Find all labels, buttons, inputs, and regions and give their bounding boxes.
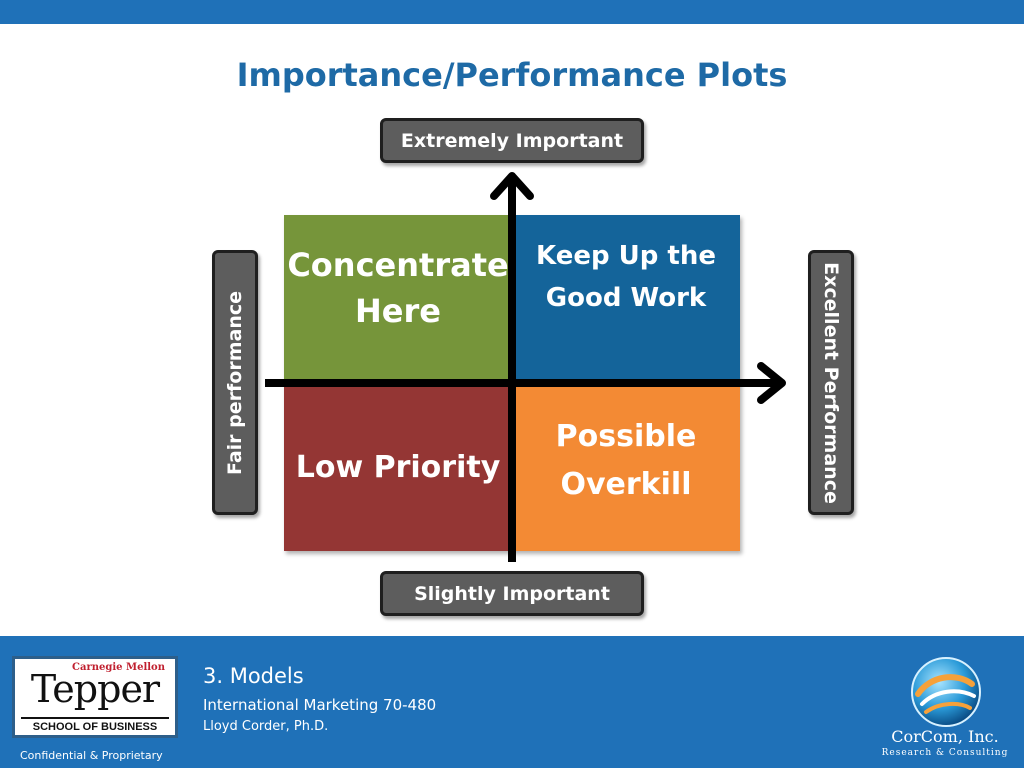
quadrant-low-priority: Low Priority — [284, 383, 512, 551]
tepper-logo-bottom: SCHOOL OF BUSINESS — [21, 717, 169, 733]
author-name: Lloyd Corder, Ph.D. — [203, 719, 329, 734]
quadrant-concentrate-line1: Concentrate — [287, 246, 509, 284]
confidential-label: Confidential & Proprietary — [20, 749, 163, 762]
horizontal-axis-arrowhead — [757, 362, 786, 404]
quadrant-concentrate-line2: Here — [355, 292, 441, 330]
slide-title: Importance/Performance Plots — [236, 56, 788, 94]
corcom-name: CorCom, Inc. — [891, 727, 999, 746]
quadrant-overkill-line1: Possible — [555, 419, 697, 454]
axis-label-left-text: Fair performance — [224, 290, 246, 475]
quadrant-keep-up-line1: Keep Up the — [536, 241, 716, 271]
quadrant-keep-up: Keep Up the Good Work — [512, 215, 740, 383]
corcom-globe-icon — [911, 657, 981, 727]
axis-label-right-text: Excellent Performance — [820, 261, 842, 504]
axis-label-top-text: Extremely Important — [400, 129, 624, 152]
quadrant-concentrate-here: Concentrate Here — [284, 215, 512, 383]
axis-label-bottom-text: Slightly Important — [414, 582, 610, 605]
quadrant-possible-overkill: Possible Overkill — [512, 383, 740, 551]
corcom-tagline: Research & Consulting — [881, 748, 1009, 758]
course-name: International Marketing 70-480 — [203, 696, 437, 714]
axis-label-bottom: Slightly Important — [380, 571, 644, 616]
tepper-logo-top: Carnegie Mellon — [72, 662, 165, 673]
quadrant-overkill-line2: Overkill — [560, 467, 692, 502]
tepper-logo-main: Tepper — [30, 667, 160, 711]
footer: Carnegie Mellon Tepper SCHOOL OF BUSINES… — [0, 636, 1024, 768]
axis-label-top: Extremely Important — [380, 118, 644, 163]
quadrant-keep-up-line2: Good Work — [545, 283, 707, 313]
top-bar — [0, 0, 1024, 24]
vertical-axis-arrowhead — [490, 172, 534, 200]
quadrant-low-priority-line1: Low Priority — [295, 450, 501, 485]
axis-label-left: Fair performance — [212, 250, 258, 515]
axis-label-right: Excellent Performance — [808, 250, 854, 515]
section-title: 3. Models — [203, 664, 304, 688]
tepper-logo: Carnegie Mellon Tepper SCHOOL OF BUSINES… — [12, 656, 178, 738]
